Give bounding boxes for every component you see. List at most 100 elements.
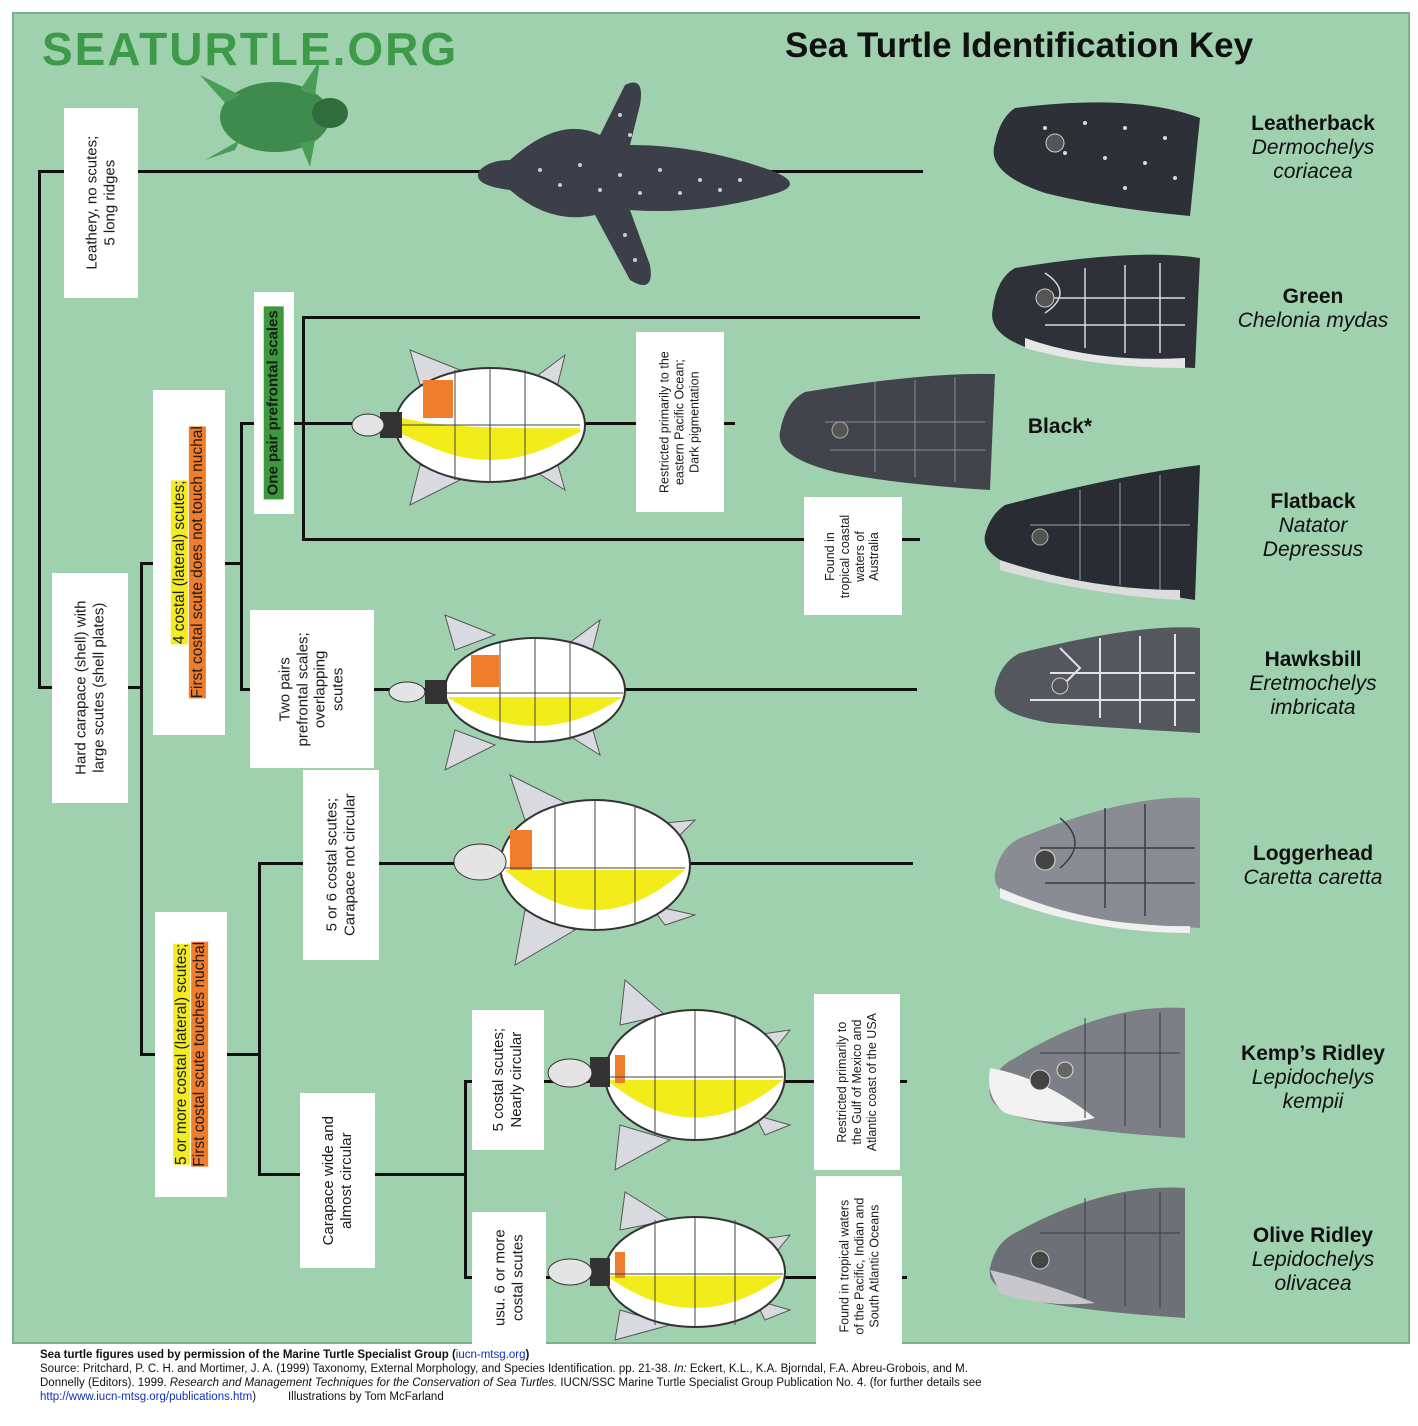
species-common-name: Loggerhead — [1208, 842, 1418, 866]
kemps-range-note: Restricted primarily tothe Gulf of Mexic… — [814, 994, 900, 1170]
five-six-costal-label-line: Carapace not circular — [341, 794, 358, 937]
six-or-more-costal-label-line: costal scutes — [509, 1235, 526, 1322]
species-common-name: Flatback — [1208, 490, 1418, 514]
five-or-more-label-line: 5 or more costal (lateral) scutes; — [173, 944, 190, 1165]
connector-line — [240, 422, 243, 690]
two-pairs-label-line: Two pairs — [277, 657, 294, 721]
credits-footer: Sea turtle figures used by permission of… — [40, 1348, 1400, 1404]
mtsg-link[interactable]: iucn-mtsg.org — [456, 1349, 526, 1361]
carapace-wide-label-line: Carapace wide and — [320, 1116, 337, 1245]
connector-line — [302, 316, 305, 540]
flatback-range-note-line: tropical coastal — [838, 514, 852, 597]
credits-line: In: — [674, 1363, 687, 1375]
species-latin-name: olivacea — [1208, 1272, 1418, 1296]
species-latin-name: Lepidochelys — [1208, 1248, 1418, 1272]
hard-carapace-label-line: large scutes (shell plates) — [90, 603, 107, 773]
credits-line: Research and Management Techniques for t… — [170, 1377, 557, 1389]
carapace-wide-label-box: Carapace wide andalmost circular — [300, 1093, 375, 1268]
logo-turtle-icon — [180, 55, 370, 170]
flatback-head-illustration — [980, 465, 1210, 600]
species-common-name: Olive Ridley — [1208, 1224, 1418, 1248]
connector-line — [258, 862, 261, 1175]
connector-line — [38, 170, 41, 688]
six-or-more-costal-label-line: usu. 6 or more — [491, 1230, 508, 1327]
species-latin-name: coriacea — [1208, 160, 1418, 184]
five-or-more-label-line: First costal scute touches nuchal — [191, 942, 208, 1167]
species-label-kemps-ridley: Kemp’s Ridley Lepidochelys kempii — [1208, 1042, 1418, 1114]
species-common-name: Black* — [955, 415, 1165, 439]
loggerhead-turtle-illustration — [450, 770, 710, 970]
kemps-ridley-turtle-illustration — [545, 975, 805, 1175]
species-common-name: Hawksbill — [1208, 648, 1418, 672]
two-pairs-label-line: scutes — [330, 667, 347, 710]
olive-ridley-turtle-illustration — [545, 1190, 805, 1340]
species-latin-name: Depressus — [1208, 538, 1418, 562]
olive-range-note-line: South Atlantic Oceans — [866, 1205, 880, 1328]
species-common-name: Leatherback — [1208, 112, 1418, 136]
kemps-ridley-head-illustration — [985, 1008, 1195, 1138]
kemps-range-note-line: the Gulf of Mexico and — [850, 1019, 864, 1144]
species-label-loggerhead: Loggerhead Caretta caretta — [1208, 842, 1418, 890]
two-pairs-label-line: overlapping — [312, 650, 329, 728]
black-range-note-line: eastern Pacific Ocean; — [673, 359, 687, 485]
species-label-leatherback: Leatherback Dermochelys coriacea — [1208, 112, 1418, 184]
species-latin-name: Lepidochelys — [1208, 1066, 1418, 1090]
one-pair-label: One pair prefrontal scales — [264, 306, 284, 499]
credits-line: Sea turtle figures used by permission of… — [40, 1349, 456, 1361]
two-pairs-label-box: Two pairsprefrontal scales;overlappingsc… — [250, 610, 374, 768]
species-common-name: Kemp’s Ridley — [1208, 1042, 1418, 1066]
species-label-green: Green Chelonia mydas — [1208, 285, 1418, 333]
hard-carapace-label-box: Hard carapace (shell) withlarge scutes (… — [52, 573, 128, 803]
olive-ridley-head-illustration — [985, 1188, 1195, 1320]
credits-line: Source: Pritchard, P. C. H. and Mortimer… — [40, 1363, 674, 1375]
kemps-range-note-line: Atlantic coast of the USA — [864, 1013, 878, 1151]
credits-line: ) — [525, 1349, 529, 1361]
five-costal-circular-label-line: 5 costal scutes; — [490, 1028, 507, 1131]
connector-line — [464, 1080, 467, 1278]
publications-link[interactable]: http://www.iucn-mtsg.org/publications.ht… — [40, 1391, 252, 1403]
black-range-note-line: Restricted primarily to the — [658, 351, 672, 493]
black-range-note-line: Dark pigmentation — [687, 371, 701, 472]
five-six-costal-label-box: 5 or 6 costal scutes;Carapace not circul… — [303, 770, 379, 960]
leathery-label-line: Leathery, no scutes; — [83, 136, 100, 270]
credits-line: IUCN/SSC Marine Turtle Specialist Group … — [557, 1377, 981, 1389]
green-head-illustration — [985, 253, 1215, 371]
five-costal-circular-label-line: Nearly circular — [508, 1032, 525, 1128]
species-label-flatback: Flatback Natator Depressus — [1208, 490, 1418, 562]
carapace-wide-label-line: almost circular — [338, 1132, 355, 1229]
four-costal-label-line: First costal scute does not touch nuchal — [189, 426, 206, 698]
credits-line: ) Illustrations by Tom McFarland — [252, 1391, 444, 1403]
four-costal-label-box: 4 costal (lateral) scutes;First costal s… — [153, 390, 225, 735]
kemps-range-note-line: Restricted primarily to — [835, 1022, 849, 1143]
olive-range-note-line: of the Pacific, Indian and — [852, 1198, 866, 1335]
hard-carapace-label-line: Hard carapace (shell) with — [72, 601, 89, 775]
flatback-range-note-line: Australia — [868, 532, 882, 581]
species-latin-name: Eretmochelys — [1208, 672, 1418, 696]
page-title: Sea Turtle Identification Key — [785, 26, 1253, 66]
hawksbill-turtle-illustration — [385, 605, 645, 780]
olive-range-note-line: Found in tropical waters — [837, 1200, 851, 1333]
six-or-more-costal-label-box: usu. 6 or morecostal scutes — [472, 1212, 546, 1344]
one-pair-label-box: One pair prefrontal scales — [254, 292, 294, 514]
leatherback-turtle-illustration — [440, 75, 820, 300]
green-turtle-illustration — [350, 340, 610, 515]
species-label-black: Black* — [955, 415, 1165, 439]
olive-range-note: Found in tropical watersof the Pacific, … — [816, 1176, 902, 1356]
species-latin-name: kempii — [1208, 1090, 1418, 1114]
flatback-range-note: Found intropical coastalwaters ofAustral… — [804, 497, 902, 615]
species-latin-name: Natator — [1208, 514, 1418, 538]
leathery-label-line: 5 long ridges — [101, 160, 118, 246]
two-pairs-label-line: prefrontal scales; — [294, 632, 311, 746]
species-latin-name: Dermochelys — [1208, 136, 1418, 160]
hawksbill-head-illustration — [990, 628, 1210, 738]
flatback-range-note-line: waters of — [853, 531, 867, 582]
five-or-more-label-box: 5 or more costal (lateral) scutes;First … — [155, 912, 227, 1197]
credits-line: Donnelly (Editors). 1999. — [40, 1377, 170, 1389]
four-costal-label-line: 4 costal (lateral) scutes; — [171, 481, 188, 645]
black-range-note: Restricted primarily to theeastern Pacif… — [636, 332, 724, 512]
loggerhead-head-illustration — [990, 798, 1210, 933]
credits-line: Eckert, K.L., K.A. Bjorndal, F.A. Abreu-… — [687, 1363, 968, 1375]
leatherback-head-illustration — [985, 98, 1215, 216]
flatback-range-note-line: Found in — [824, 532, 838, 581]
